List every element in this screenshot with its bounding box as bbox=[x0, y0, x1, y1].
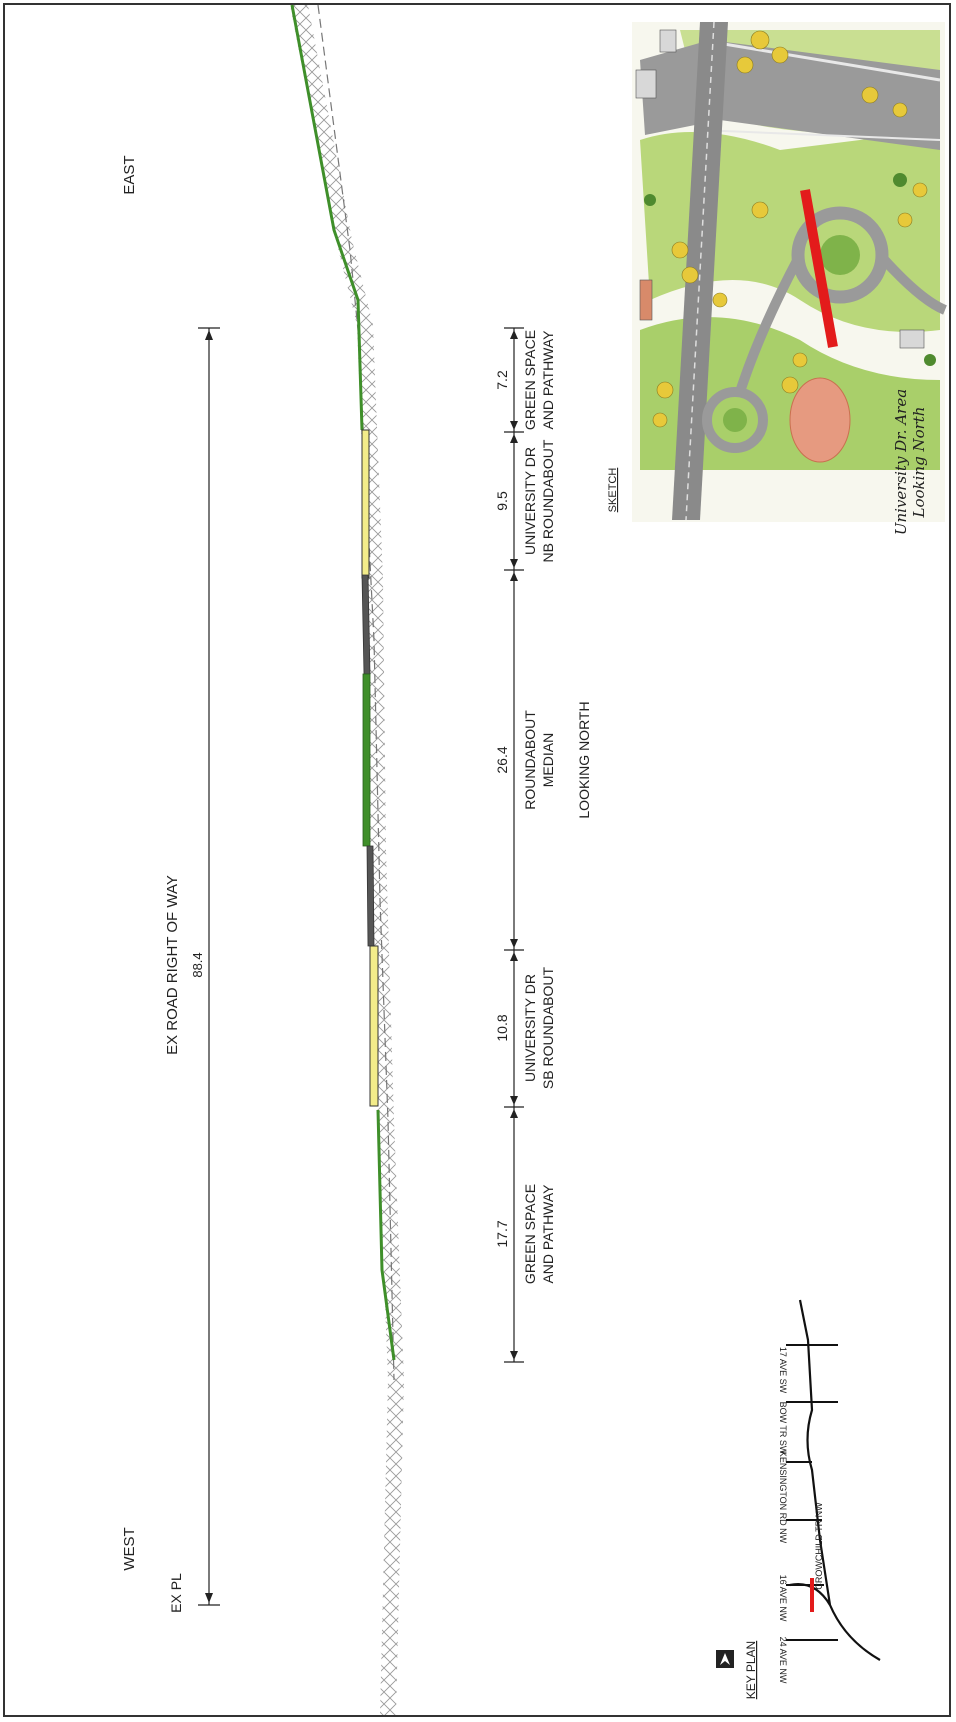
sb-roundabout-pavement bbox=[369, 945, 379, 1107]
street-label: KENSINGTON RD NW bbox=[778, 1451, 788, 1544]
sketch-title-line1: University Dr. Area bbox=[892, 389, 910, 535]
segment-name: AND PATHWAY bbox=[540, 330, 556, 430]
key-plan-label: KEY PLAN bbox=[744, 1641, 758, 1699]
row-total: 88.4 bbox=[190, 952, 205, 977]
nb-roundabout-pavement bbox=[361, 429, 370, 579]
segment-name: MEDIAN bbox=[540, 733, 556, 787]
ex-pl-label: EX PL bbox=[168, 1573, 184, 1613]
sketch-illustration bbox=[632, 21, 948, 522]
segment-value: 10.8 bbox=[494, 1014, 510, 1041]
segment-value: 26.4 bbox=[494, 746, 510, 773]
segment-name: GREEN SPACE bbox=[522, 330, 538, 430]
sketch-title-line2: Looking North bbox=[910, 407, 928, 519]
west-green-slope bbox=[376, 1109, 396, 1361]
east-label: EAST bbox=[121, 155, 138, 194]
key-plan-main-road bbox=[789, 1299, 881, 1661]
segment-name: ROUNDABOUT bbox=[522, 710, 538, 810]
east-green-slope bbox=[290, 4, 364, 431]
street-label: CROWCHILD TR NW bbox=[814, 1502, 824, 1590]
street-label: 17 AVE SW bbox=[778, 1347, 788, 1394]
street-label: 24 AVE NW bbox=[778, 1637, 788, 1684]
segment-name: NB ROUNDABOUT bbox=[540, 439, 556, 562]
median-strip-south bbox=[366, 845, 375, 947]
looking-north-label: LOOKING NORTH bbox=[576, 701, 592, 818]
earth-hatch bbox=[290, 5, 404, 1715]
right-of-way-dimension: EX ROAD RIGHT OF WAY 88.4 bbox=[164, 327, 220, 1606]
roadway-surfaces bbox=[361, 429, 379, 1107]
drawing-frame bbox=[3, 3, 951, 1717]
row-title: EX ROAD RIGHT OF WAY bbox=[164, 875, 181, 1055]
west-label: WEST bbox=[121, 1527, 138, 1570]
segment-value: 9.5 bbox=[494, 491, 510, 511]
existing-ground-line bbox=[317, 4, 395, 1381]
segment-name: UNIVERSITY DR bbox=[522, 974, 538, 1082]
ground-profile bbox=[290, 4, 404, 1715]
key-plan-map bbox=[716, 1299, 881, 1668]
segment-value: 17.7 bbox=[494, 1220, 510, 1247]
street-label: BOW TR SW bbox=[778, 1402, 788, 1455]
sketch-section-marker bbox=[800, 189, 838, 348]
segment-name: GREEN SPACE bbox=[522, 1184, 538, 1284]
segment-dimensions bbox=[504, 327, 524, 1363]
segment-value: 7.2 bbox=[494, 370, 510, 390]
median-green bbox=[362, 673, 371, 847]
segment-name: UNIVERSITY DR bbox=[522, 447, 538, 555]
sketch-caption: SKETCH bbox=[607, 468, 619, 513]
segment-name: AND PATHWAY bbox=[540, 1184, 556, 1284]
segment-name: SB ROUNDABOUT bbox=[540, 966, 556, 1089]
street-label: 16 AVE NW bbox=[778, 1575, 788, 1622]
